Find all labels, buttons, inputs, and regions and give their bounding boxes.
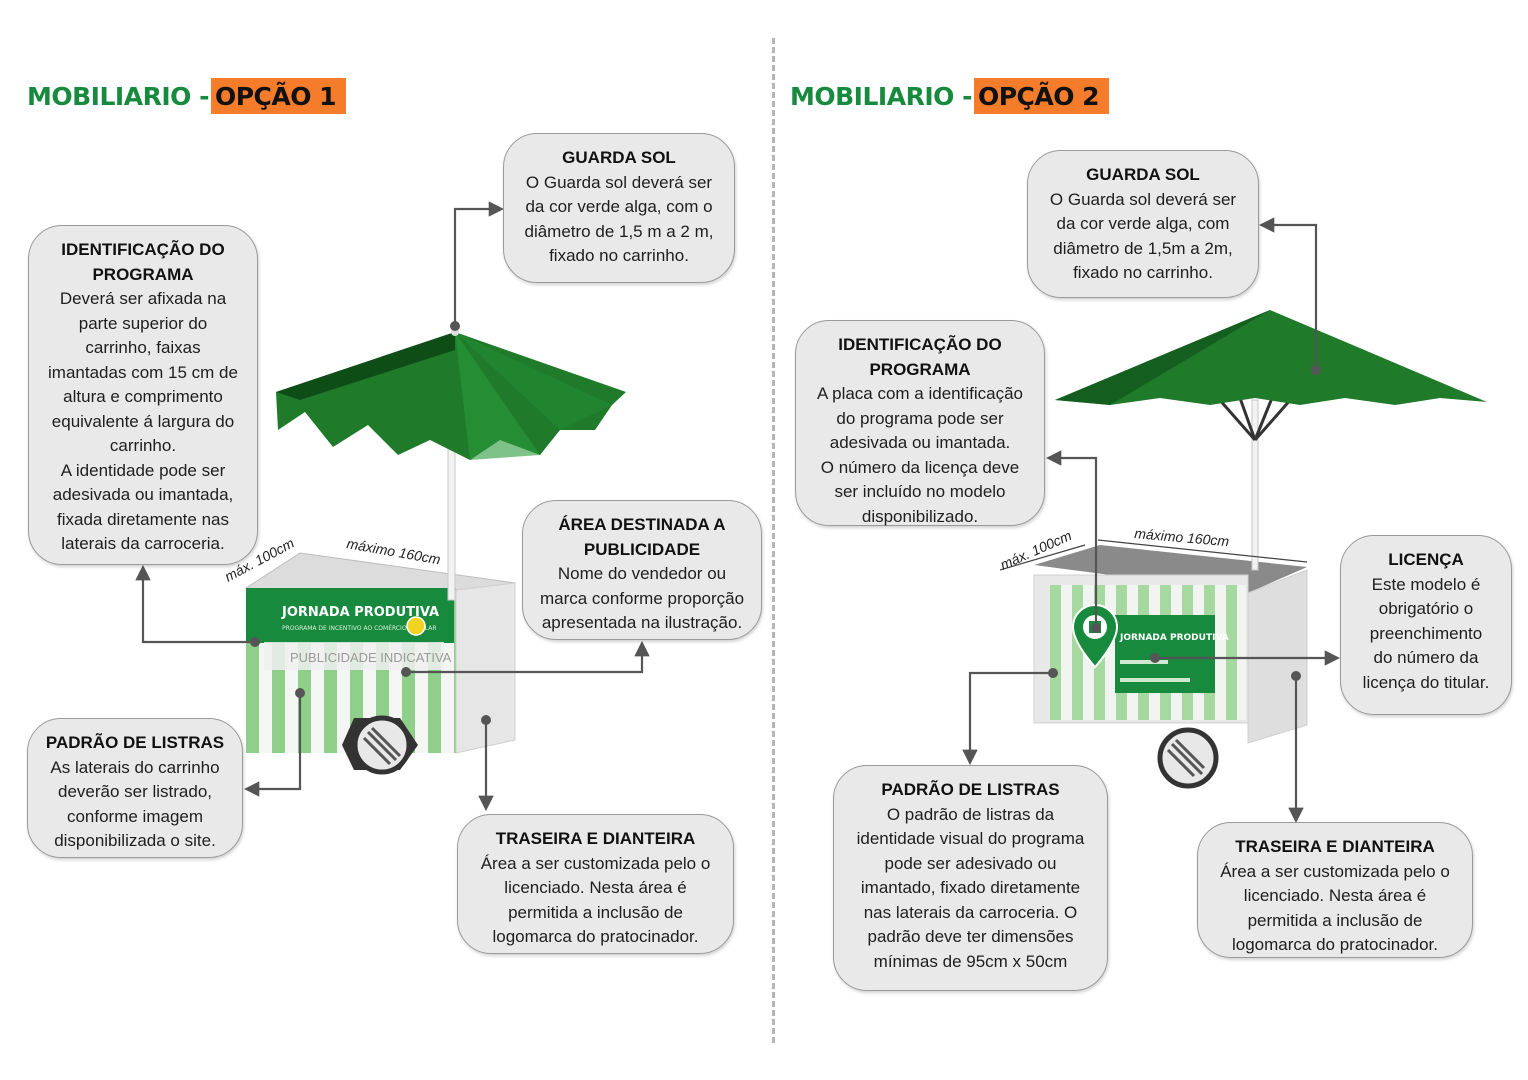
option2-guarda-sol-title: GUARDA SOL — [1086, 165, 1200, 184]
option1-traseira-box: TRASEIRA E DIANTEIRA Área a ser customiz… — [457, 814, 734, 954]
option1-traseira-title: TRASEIRA E DIANTEIRA — [495, 829, 696, 848]
option1-identificacao-text: Deverá ser afixada na parte superior do … — [48, 289, 238, 553]
option2-cart-illustration: JORNADA PRODUTIVA máx. 100cm máximo 160c… — [998, 310, 1487, 789]
option2-identificacao-title: IDENTIFICAÇÃO DO PROGRAMA — [838, 335, 1002, 379]
option2-guarda-sol-text: O Guarda sol deverá ser da cor verde alg… — [1049, 189, 1237, 283]
option2-licenca-title: LICENÇA — [1388, 550, 1464, 569]
option1-guarda-sol-title: GUARDA SOL — [562, 148, 676, 167]
option1-listras-title: PADRÃO DE LISTRAS — [45, 733, 225, 752]
option2-cart-banner-title: JORNADA PRODUTIVA — [1119, 633, 1229, 643]
option1-cart-banner-title: JORNADA PRODUTIVA — [281, 605, 439, 620]
option2-title-prefix: MOBILIARIO - — [790, 81, 972, 111]
option2-listras-title: PADRÃO DE LISTRAS — [881, 780, 1060, 799]
option2-connector-dots — [1048, 365, 1321, 681]
option2-licenca-box: LICENÇA Este modelo é obrigatório o pree… — [1340, 535, 1512, 715]
option1-title-tag: OPÇÃO 1 — [210, 78, 347, 114]
option2-connectors — [962, 217, 1341, 824]
option2-licenca-text: Este modelo é obrigatório o preenchiment… — [1362, 574, 1490, 692]
option2-identificacao-box: IDENTIFICAÇÃO DO PROGRAMA A placa com a … — [795, 320, 1045, 526]
option1-publicidade-box: ÁREA DESTINADA A PUBLICIDADE Nome do ven… — [522, 500, 762, 640]
section-divider — [772, 38, 775, 1043]
option2-traseira-box: TRASEIRA E DIANTEIRA Área a ser customiz… — [1197, 822, 1473, 958]
option1-cart-ad-text: PUBLICIDADE INDICATIVA — [290, 650, 452, 665]
option1-publicidade-text: Nome do vendedor ou marca conforme propo… — [539, 564, 745, 632]
option2-traseira-title: TRASEIRA E DIANTEIRA — [1235, 837, 1435, 856]
option1-connectors — [135, 201, 650, 812]
option1-title: MOBILIARIO - OPÇÃO 1 — [27, 78, 347, 114]
option2-title: MOBILIARIO - OPÇÃO 2 — [790, 78, 1110, 114]
option1-listras-box: PADRÃO DE LISTRAS As laterais do carrinh… — [27, 718, 243, 858]
option1-title-prefix: MOBILIARIO - — [27, 81, 209, 111]
option2-guarda-sol-box: GUARDA SOL O Guarda sol deverá ser da co… — [1027, 150, 1259, 298]
option1-publicidade-title: ÁREA DESTINADA A PUBLICIDADE — [558, 515, 726, 559]
option1-cart-banner-sub: PROGRAMA DE INCENTIVO AO COMÉRCIO POPULA… — [282, 624, 437, 632]
option1-guarda-sol-box: GUARDA SOL O Guarda sol deverá ser da co… — [503, 133, 735, 283]
option1-cart-illustration: JORNADA PRODUTIVA PROGRAMA DE INCENTIVO … — [222, 328, 626, 775]
option1-identificacao-title: IDENTIFICAÇÃO DO PROGRAMA — [61, 240, 225, 284]
option1-listras-text: As laterais do carrinho deverão ser list… — [50, 757, 220, 851]
option2-title-tag: OPÇÃO 2 — [973, 78, 1110, 114]
option2-listras-box: PADRÃO DE LISTRAS O padrão de listras da… — [833, 765, 1108, 991]
option1-connector-dots — [250, 321, 491, 725]
option1-identificacao-box: IDENTIFICAÇÃO DO PROGRAMA Deverá ser afi… — [28, 225, 258, 565]
option2-traseira-text: Área a ser customizada pelo o licenciado… — [1220, 861, 1450, 955]
option1-traseira-text: Área a ser customizada pelo o licenciado… — [480, 853, 711, 947]
option2-identificacao-text: A placa com a identificação do programa … — [816, 384, 1023, 526]
option1-guarda-sol-text: O Guarda sol deverá ser da cor verde alg… — [524, 172, 714, 266]
option2-listras-text: O padrão de listras da identidade visual… — [856, 804, 1085, 971]
